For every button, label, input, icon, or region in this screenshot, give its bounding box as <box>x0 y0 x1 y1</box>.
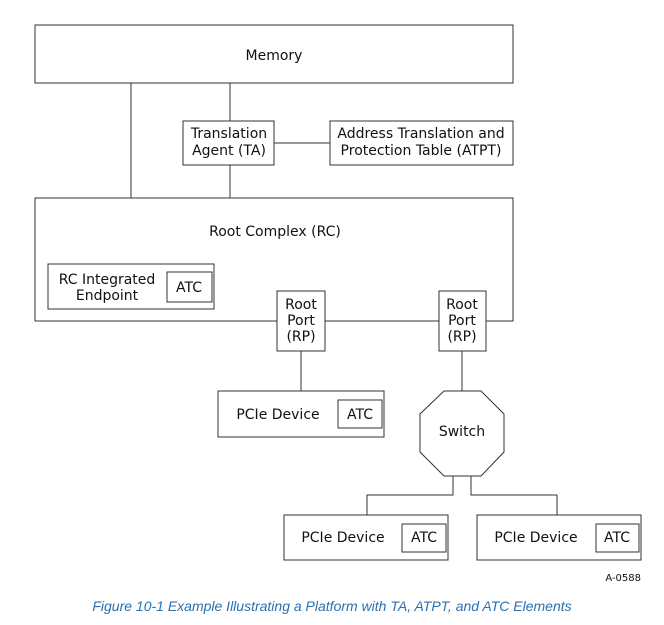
root-port-1-label-line1: Root <box>285 297 317 313</box>
root-complex-label: Root Complex (RC) <box>209 224 341 240</box>
memory-label: Memory <box>246 48 303 64</box>
rc-endpoint-atc-label: ATC <box>176 280 202 296</box>
pcie-device-2-atc-box <box>401 523 447 553</box>
root-port-2-label-line3: (RP) <box>447 329 476 345</box>
translation-agent-label-line2: Agent (TA) <box>192 143 266 159</box>
pcie-device-1-label: PCIe Device <box>236 407 319 423</box>
figure-caption: Figure 10-1 Example Illustrating a Platf… <box>92 598 572 614</box>
pcie-device-3-atc-label: ATC <box>604 530 630 546</box>
root-port-1-box <box>276 290 326 352</box>
atpt-label-line2: Protection Table (ATPT) <box>341 143 502 159</box>
atpt-box <box>329 120 514 166</box>
pcie-device-1-atc-label: ATC <box>347 407 373 423</box>
pcie-device-3-atc-box <box>595 523 640 553</box>
memory-box <box>34 24 514 84</box>
pcie-device-3-label: PCIe Device <box>494 530 577 546</box>
pcie-device-1-atc-box <box>337 399 383 429</box>
atpt-label-line1: Address Translation and <box>337 126 504 142</box>
rc-integrated-endpoint-label-line1: RC Integrated <box>59 272 156 288</box>
root-port-1-label-line3: (RP) <box>286 329 315 345</box>
root-port-2-label-line1: Root <box>446 297 478 313</box>
rc-integrated-endpoint-label-line2: Endpoint <box>76 288 139 304</box>
switch-label: Switch <box>439 424 485 440</box>
platform-diagram: Memory Translation Agent (TA) Address Tr… <box>34 24 642 584</box>
pcie-device-2-atc-label: ATC <box>411 530 437 546</box>
switch-octagon <box>419 390 505 477</box>
translation-agent-box <box>182 120 275 166</box>
pcie-device-2-label: PCIe Device <box>301 530 384 546</box>
root-port-2-label-line2: Port <box>448 313 476 329</box>
root-port-1-label-line2: Port <box>287 313 315 329</box>
root-port-2-box <box>438 290 487 352</box>
figure-id-label: A-0588 <box>605 573 641 584</box>
rc-endpoint-atc-box <box>166 271 213 303</box>
translation-agent-label-line1: Translation <box>190 126 267 142</box>
